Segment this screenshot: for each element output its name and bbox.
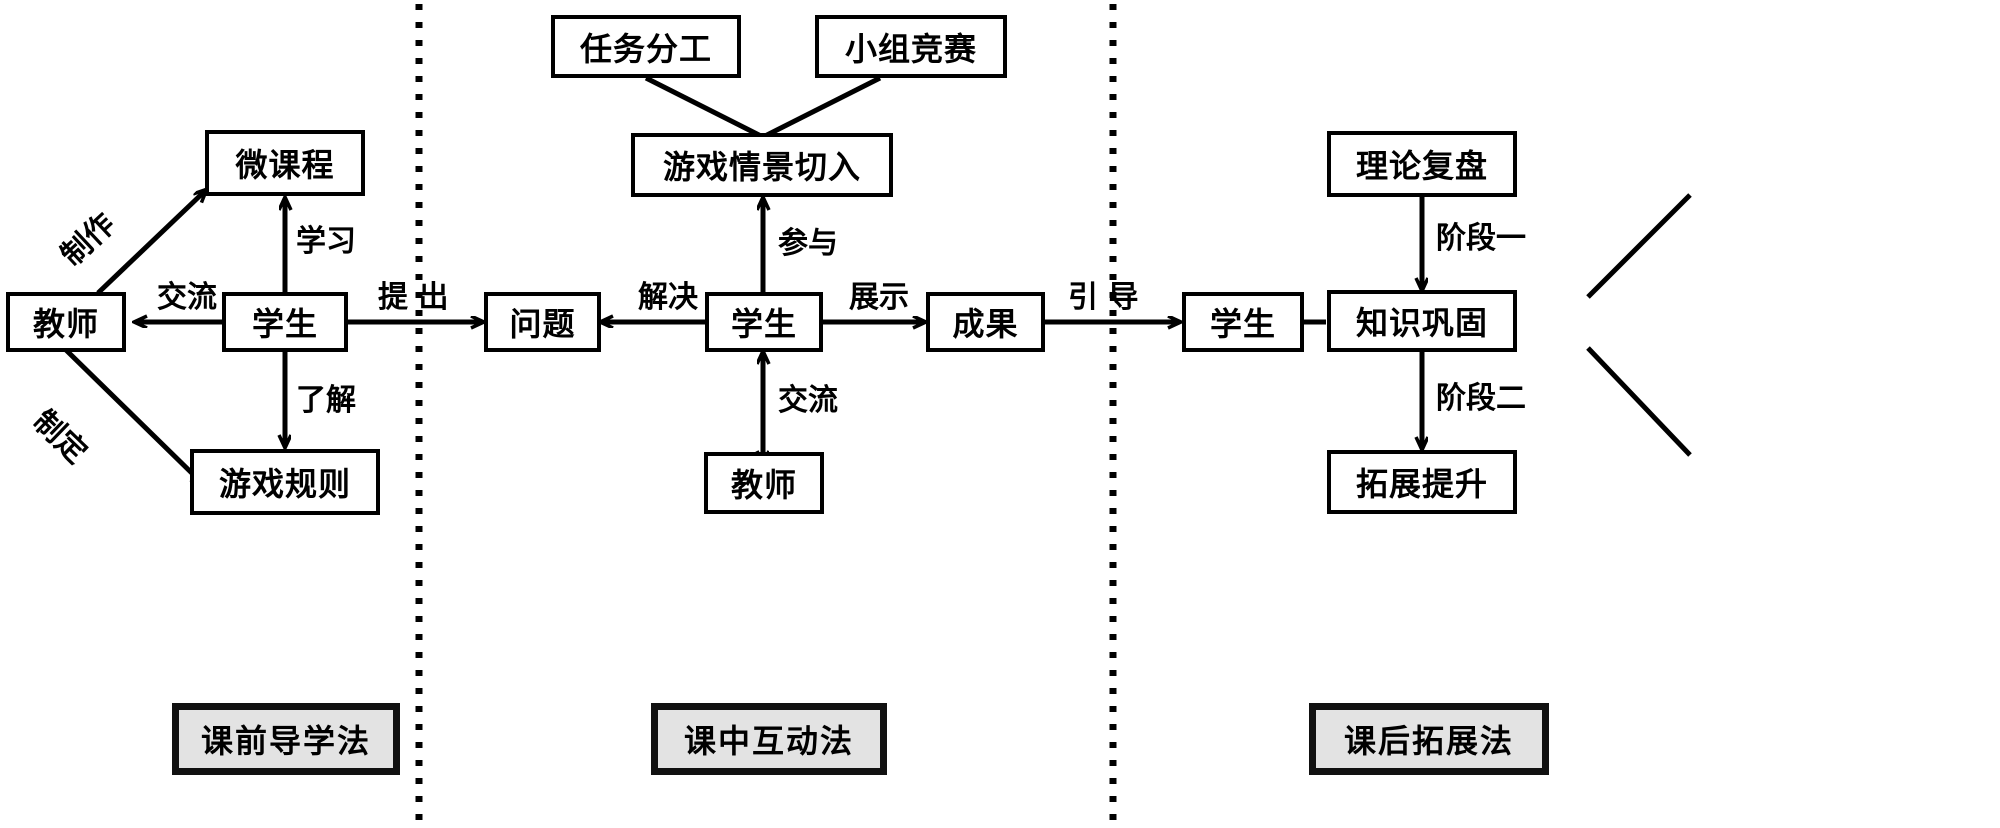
node-knowledge-consolidation-label: 知识巩固 [1355,304,1488,342]
node-result[interactable]: 成果 [926,292,1045,352]
edge-label-solve: 解决 [638,280,698,315]
node-student-right[interactable]: 学生 [1182,292,1304,352]
edge-teacher-to-gamerules [64,348,203,484]
node-expansion-label: 拓展提升 [1355,465,1488,503]
node-game-rules[interactable]: 游戏规则 [190,449,380,515]
legend-in-class-label: 课中互动法 [683,722,854,760]
node-micro-course-label: 微课程 [235,146,335,184]
legend-post-class[interactable]: 课后拓展法 [1309,703,1549,775]
edge-groupcontest-to-gamescene [761,75,882,140]
legend-in-class[interactable]: 课中互动法 [651,703,887,775]
node-student-mid-label: 学生 [730,305,797,343]
node-theory-review-label: 理论复盘 [1355,147,1488,185]
legend-pre-class[interactable]: 课前导学法 [172,703,400,775]
node-game-rules-label: 游戏规则 [218,465,351,503]
legend-pre-class-label: 课前导学法 [200,722,371,760]
edge-label-stage-one: 阶段一 [1436,221,1526,256]
node-teacher-mid[interactable]: 教师 [704,452,824,514]
node-group-contest-label: 小组竞赛 [844,29,977,68]
edge-label-stage-two: 阶段二 [1436,381,1526,416]
edge-studentright-to-expansion [1586,346,1692,457]
node-game-scene[interactable]: 游戏情景切入 [631,133,893,197]
node-micro-course[interactable]: 微课程 [205,130,365,196]
edge-label-guide: 引 导 [1068,280,1139,315]
edge-label-exchange-mid: 交流 [778,383,838,418]
edge-studentright-to-theory [1586,193,1692,299]
legend-post-class-label: 课后拓展法 [1343,722,1514,760]
node-task-division[interactable]: 任务分工 [551,15,741,78]
node-teacher-left[interactable]: 教师 [6,292,126,352]
edge-label-participate: 参与 [778,226,838,261]
node-problem[interactable]: 问题 [484,292,601,352]
node-knowledge-consolidation[interactable]: 知识巩固 [1327,290,1517,352]
node-task-division-label: 任务分工 [579,29,712,68]
node-teacher-mid-label: 教师 [730,466,797,504]
node-theory-review[interactable]: 理论复盘 [1327,131,1517,197]
edge-label-propose: 提 出 [378,280,449,315]
edge-taskdivision-to-gamescene [644,75,765,140]
edge-label-present: 展示 [849,280,909,315]
node-student-left-label: 学生 [251,305,318,343]
node-expansion[interactable]: 拓展提升 [1327,450,1517,514]
node-group-contest[interactable]: 小组竞赛 [815,15,1007,78]
node-game-scene-label: 游戏情景切入 [662,148,861,186]
edge-label-understand: 了解 [296,383,356,418]
node-student-right-label: 学生 [1209,305,1276,343]
node-student-mid[interactable]: 学生 [705,292,823,352]
edge-label-exchange-left: 交流 [157,280,217,315]
node-teacher-left-label: 教师 [32,305,99,343]
edge-label-study: 学习 [296,224,356,259]
edge-teacher-to-microcourse [96,190,206,295]
node-result-label: 成果 [952,305,1019,343]
node-student-left[interactable]: 学生 [222,292,348,352]
node-problem-label: 问题 [509,305,576,343]
